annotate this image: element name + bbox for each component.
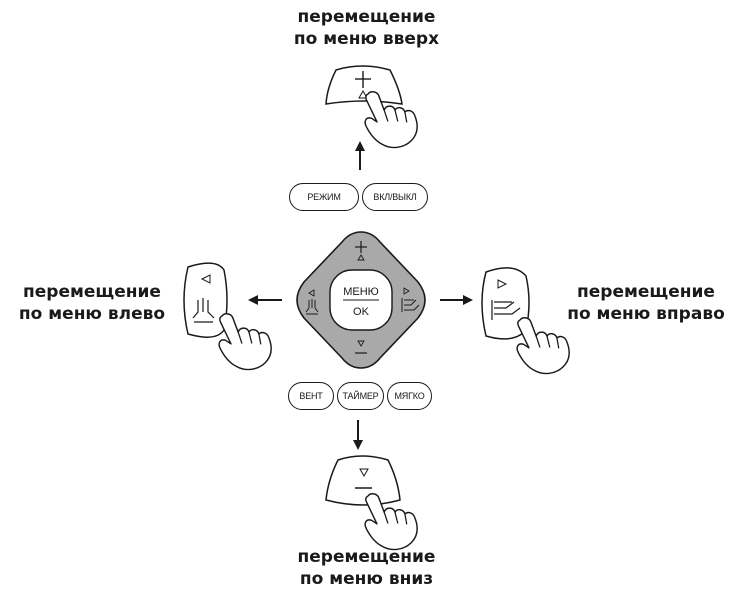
triangle-up-icon [358,89,368,99]
timer-button[interactable]: ТАЙМЕР [337,382,384,410]
caption-down-line-2: по меню вниз [299,569,434,589]
power-button[interactable]: ВКЛ/ВЫКЛ [362,183,428,211]
ok-label: OK [353,306,370,318]
caption-down: перемещение по меню вниз [0,546,733,590]
swing-horizontal-icon [491,300,521,320]
dpad-left[interactable] [305,289,319,315]
caption-left-line-2: по меню влево [18,304,166,324]
caption-right-line-2: по меню вправо [567,304,725,324]
swing-horizontal-icon [401,298,420,312]
menu-ok-button[interactable]: МЕНЮ OK [329,269,393,331]
pointing-hand-icon [516,317,570,375]
swing-vertical-icon [192,298,215,323]
dpad[interactable]: МЕНЮ OK [296,231,426,369]
dpad-up[interactable] [355,241,367,261]
triangle-left-icon [308,289,315,297]
caption-right-line-1: перемещение [577,282,715,302]
caption-down-line-1: перемещение [297,547,436,567]
menu-label: МЕНЮ [343,286,379,298]
triangle-down-icon [359,468,369,478]
caption-up-line-1: перемещение [297,7,436,27]
triangle-left-icon [200,274,211,284]
triangle-right-icon [497,279,508,289]
caption-up-line-2: по меню вверх [293,29,440,49]
up-key-closeup [325,65,418,149]
mode-button[interactable]: РЕЖИМ [289,183,359,211]
down-key-closeup [325,455,418,551]
swing-vertical-icon [305,299,319,315]
triangle-right-icon [403,287,410,295]
caption-right: перемещение по меню вправо [560,281,732,325]
caption-left-line-1: перемещение [23,282,161,302]
caption-left: перемещение по меню влево [6,281,178,325]
plus-icon [355,71,371,88]
plus-icon [355,241,367,253]
triangle-up-icon [357,254,365,261]
fan-button[interactable]: ВЕНТ [288,382,334,410]
caption-up: перемещение по меню вверх [0,6,733,50]
pointing-hand-icon [218,313,272,371]
left-key-closeup [183,262,272,371]
soft-button[interactable]: МЯГКО [387,382,432,410]
right-key-closeup [481,267,570,375]
dpad-down[interactable] [355,340,367,354]
triangle-down-icon [357,340,365,347]
dpad-right[interactable] [401,287,420,312]
